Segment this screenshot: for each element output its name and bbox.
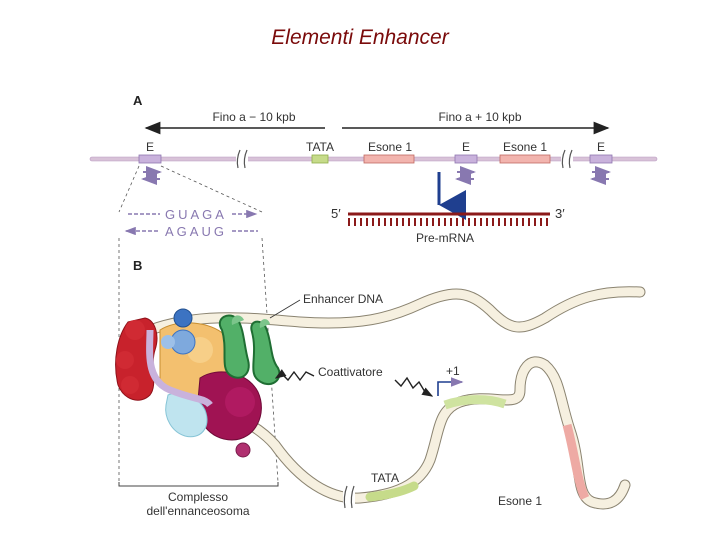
complex-label-line1: Complesso xyxy=(168,490,228,504)
complex-bracket xyxy=(118,482,279,487)
transcription-start-arrow xyxy=(437,377,464,396)
downstream-range-label: Fino a + 10 kpb xyxy=(438,110,521,124)
label-e-2: E xyxy=(462,140,470,154)
transcription-start-segment xyxy=(443,395,507,410)
label-exon-1: Esone 1 xyxy=(368,140,412,154)
exon-segment-b xyxy=(562,423,590,500)
enhancer-dna-label: Enhancer DNA xyxy=(303,292,383,306)
enhancer-dna-pointer xyxy=(269,299,301,319)
svg-text:AGAUG: AGAUG xyxy=(165,224,227,239)
tata-box xyxy=(311,154,329,164)
enhancer-box-1 xyxy=(138,154,162,164)
pre-mrna: 5′ 3′ xyxy=(331,206,565,226)
orientation-arrows-2 xyxy=(455,166,476,185)
complex-label-line2: dell'ennanceosoma xyxy=(146,504,249,518)
exon-box-2 xyxy=(499,154,551,164)
orientation-arrows-1 xyxy=(141,166,162,185)
tube-break xyxy=(343,485,355,509)
svg-text:3′: 3′ xyxy=(555,206,565,221)
strand-break-1 xyxy=(236,149,248,169)
sequence-bottom: AGAUG xyxy=(124,224,258,239)
coactivator-label: Coattivatore xyxy=(318,365,383,379)
enhancer-box-2 xyxy=(454,154,478,164)
orientation-arrows-3 xyxy=(590,166,611,185)
label-tata: TATA xyxy=(306,140,334,154)
exon-label-b: Esone 1 xyxy=(498,494,542,508)
coactivator-zigzag-right xyxy=(394,376,434,397)
zoom-lines xyxy=(118,165,263,213)
pre-mrna-label: Pre-mRNA xyxy=(416,231,474,245)
label-e-1: E xyxy=(146,140,154,154)
coactivator-zigzag-left xyxy=(274,369,315,382)
label-e-3: E xyxy=(597,140,605,154)
slide-title: Elementi Enhancer xyxy=(271,26,449,49)
enhancer-box-3 xyxy=(589,154,613,164)
tata-label-b: TATA xyxy=(371,471,399,485)
sequence-top: GUAGA xyxy=(128,207,258,222)
upstream-range-label: Fino a − 10 kpb xyxy=(212,110,295,124)
panel-a-label: A xyxy=(133,93,143,108)
svg-text:GUAGA: GUAGA xyxy=(165,207,227,222)
panel-b-label: B xyxy=(133,258,142,273)
enhanceosome-complex xyxy=(115,308,281,458)
label-exon-2: Esone 1 xyxy=(503,140,547,154)
exon-box-1 xyxy=(363,154,415,164)
tata-segment-b xyxy=(365,481,419,502)
svg-text:5′: 5′ xyxy=(331,206,341,221)
plus-one-label: +1 xyxy=(446,364,460,378)
strand-break-2 xyxy=(561,149,573,169)
